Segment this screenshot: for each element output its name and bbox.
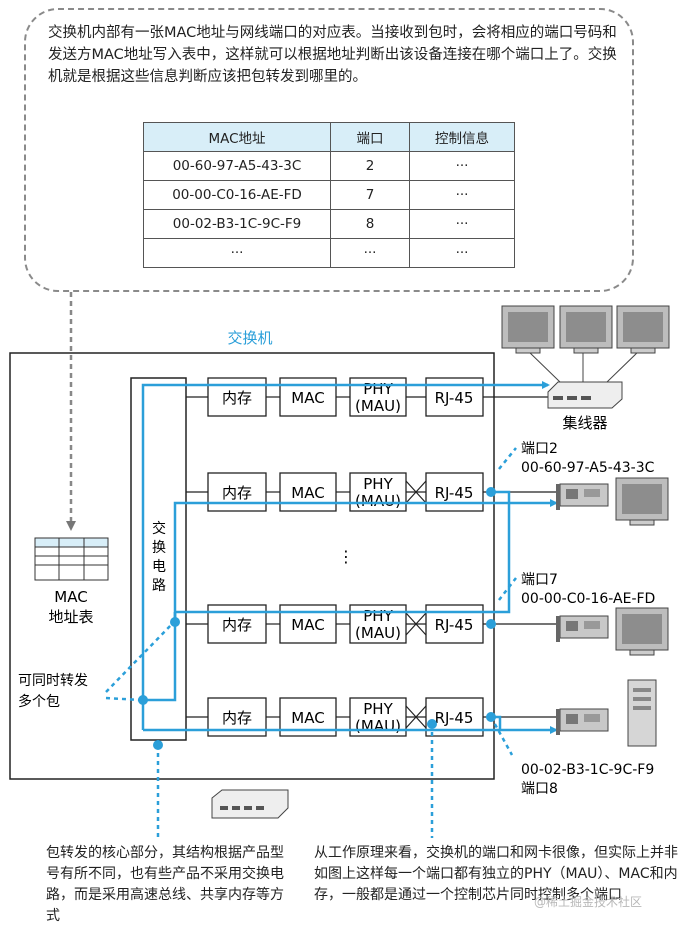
mac-address-table: MAC地址 端口 控制信息 00-60-97-A5-43-3C 2 ··· 00… [143,122,515,268]
more-rows-ellipsis: ⋮ [338,547,354,566]
memory-label: 内存 [222,616,252,634]
port-mac: 00-00-C0-16-AE-FD [521,591,655,607]
mau-label: (MAU) [355,717,401,735]
switching-circuit-label: 电 [152,559,166,575]
rj45-label: RJ-45 [435,616,474,634]
table-cell: 00-60-97-A5-43-3C [143,151,331,181]
nic-icon [556,483,609,510]
packet-flow [141,381,558,734]
port-label: 端口2 [521,441,558,457]
memory-label: 内存 [222,484,252,502]
phy-label: PHY [363,607,393,625]
computer-icon [559,305,613,354]
mac-table-label: MAC [54,588,87,606]
mau-label: (MAU) [355,624,401,642]
switch-label: 交换机 [227,329,272,347]
mac-label: MAC [291,484,324,502]
rj45-label: RJ-45 [435,709,474,727]
table-header-info: 控制信息 [409,122,515,152]
phy-label: PHY [363,380,393,398]
table-cell: ··· [409,180,515,210]
switching-circuit-label: 换 [152,539,166,556]
table-cell: 2 [330,151,410,181]
note-switching-core: 包转发的核心部分，其结构根据产品型号有所不同，也有些产品不采用交换电路，而是采用… [46,845,284,924]
hub-label: 集线器 [562,414,607,432]
switch-chip-icon [211,789,289,819]
switching-circuit-label: 路 [152,578,166,594]
port-mac: 00-02-B3-1C-9C-F9 [521,762,654,778]
concurrent-label: 可同时转发 [18,673,88,689]
port-label: 端口8 [521,781,558,797]
nic-icon [556,615,609,642]
nic-icon [556,708,609,735]
table-cell: 8 [330,209,410,239]
table-cell: ··· [409,238,515,268]
connection-dots [138,487,496,750]
computer-icon [615,607,669,656]
mac-label: MAC [291,616,324,634]
switching-circuit-box [130,377,187,741]
rj45-label: RJ-45 [435,389,474,407]
switch-box [9,352,495,780]
switching-circuit-label: 交 [152,520,166,537]
table-row: ··· ··· ··· [143,238,515,268]
memory-label: 内存 [222,709,252,727]
table-cell: ··· [143,238,331,268]
mac-label: MAC [291,389,324,407]
dashed-pointers [105,447,517,838]
port-label: 端口7 [521,572,558,588]
computer-icon [501,305,555,354]
table-cell: ··· [330,238,410,268]
callout-box [24,8,634,292]
computer-icon [615,477,669,526]
computer-icon [616,305,670,354]
table-cell: 7 [330,180,410,210]
server-icon [627,679,657,747]
mac-table-icon [34,537,109,581]
hub-links [526,349,641,383]
port-mac: 00-60-97-A5-43-3C [521,460,655,476]
mau-label: (MAU) [355,492,401,510]
memory-label: 内存 [222,389,252,407]
concurrent-label: 多个包 [18,693,60,710]
row-connections [186,396,556,729]
watermark: @稀土掘金技术社区 [534,895,643,909]
mac-label: MAC [291,709,324,727]
phy-label: PHY [363,700,393,718]
rj45-label: RJ-45 [435,484,474,502]
mau-label: (MAU) [355,397,401,415]
table-row: 00-02-B3-1C-9C-F9 8 ··· [143,209,515,239]
note-port-principle: 从工作原理来看，交换机的端口和网卡很像，但实际上并非如图上这样每一个端口都有独立… [314,845,678,903]
table-cell: ··· [409,209,515,239]
table-header-port: 端口 [330,122,410,152]
table-row: 00-00-C0-16-AE-FD 7 ··· [143,180,515,210]
mac-table-label: 地址表 [48,608,93,626]
phy-label: PHY [363,475,393,493]
callout-text: 交换机内部有一张MAC地址与网线端口的对应表。当接收到包时，会将相应的端口号码和… [48,25,617,85]
hub-icon [547,381,623,409]
table-cell: 00-02-B3-1C-9C-F9 [143,209,331,239]
